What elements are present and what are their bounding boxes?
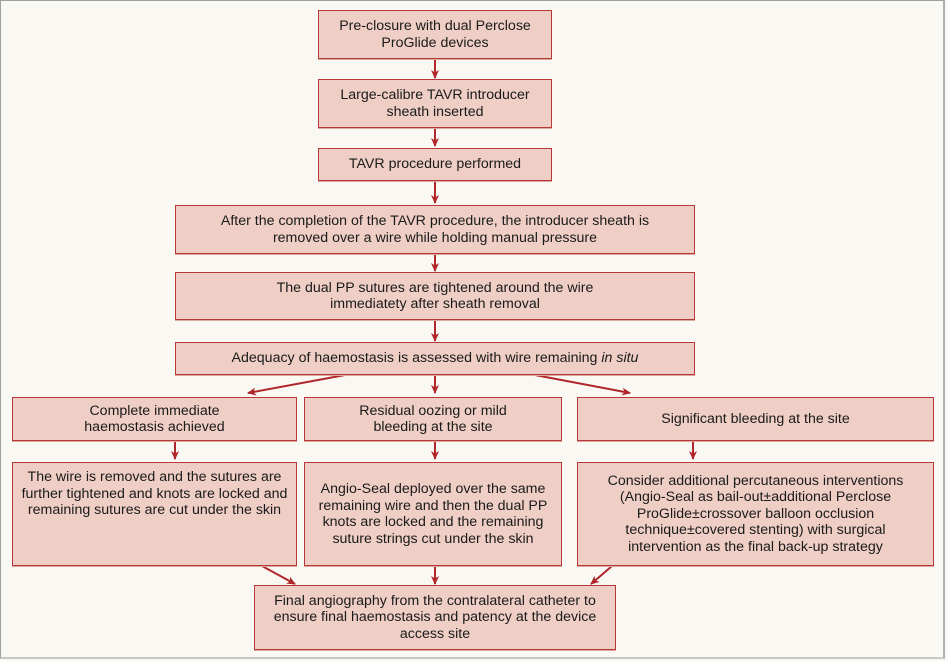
node-text: Angio-Seal deployed over the same remain… (318, 481, 548, 547)
node-text: The wire is removed and the sutures are … (21, 469, 288, 518)
assess-italic-text: in situ (601, 350, 639, 367)
node-text: Residual oozing or mild bleeding at the … (359, 402, 507, 436)
node-residual-oozing: Residual oozing or mild bleeding at the … (304, 397, 562, 441)
node-text: Pre-closure with dual Perclose ProGlide … (339, 18, 531, 51)
node-text: Consider additional percutaneous interve… (607, 472, 904, 555)
node-wire-removed: The wire is removed and the sutures are … (12, 462, 297, 566)
assess-text: Adequacy of haemostasis is assessed with… (231, 350, 602, 367)
node-significant-bleeding: Significant bleeding at the site (577, 397, 934, 441)
node-additional-interventions: Consider additional percutaneous interve… (577, 462, 934, 566)
node-complete-haemostasis: Complete immediate haemostasis achieved (12, 397, 297, 441)
node-preclosure: Pre-closure with dual Perclose ProGlide … (318, 10, 552, 59)
node-angio-seal: Angio-Seal deployed over the same remain… (304, 462, 562, 566)
node-text: Significant bleeding at the site (661, 410, 850, 427)
node-sheath-removed: After the completion of the TAVR procedu… (175, 205, 695, 254)
arrow-assess-to-complete (247, 374, 346, 396)
node-tavr-performed: TAVR procedure performed (318, 148, 552, 181)
node-final-angiography: Final angiography from the contralateral… (254, 585, 616, 650)
node-text: TAVR procedure performed (348, 156, 522, 173)
arrow-wire-to-final (261, 565, 296, 585)
arrow-additional-to-final (590, 565, 613, 585)
node-text: After the completion of the TAVR procedu… (220, 213, 650, 246)
node-text: Large-calibre TAVR introducer sheath ins… (340, 87, 530, 120)
node-sheath-inserted: Large-calibre TAVR introducer sheath ins… (318, 79, 552, 128)
node-text: Complete immediate haemostasis achieved (84, 402, 225, 436)
node-assess-haemostasis: Adequacy of haemostasis is assessed with… (175, 342, 695, 375)
node-sutures-tightened: The dual PP sutures are tightened around… (175, 272, 695, 320)
node-text: The dual PP sutures are tightened around… (276, 279, 594, 313)
arrow-assess-to-significant (534, 374, 631, 396)
node-text: Adequacy of haemostasis is assessed with… (232, 350, 639, 367)
node-text: Final angiography from the contralateral… (273, 592, 597, 642)
